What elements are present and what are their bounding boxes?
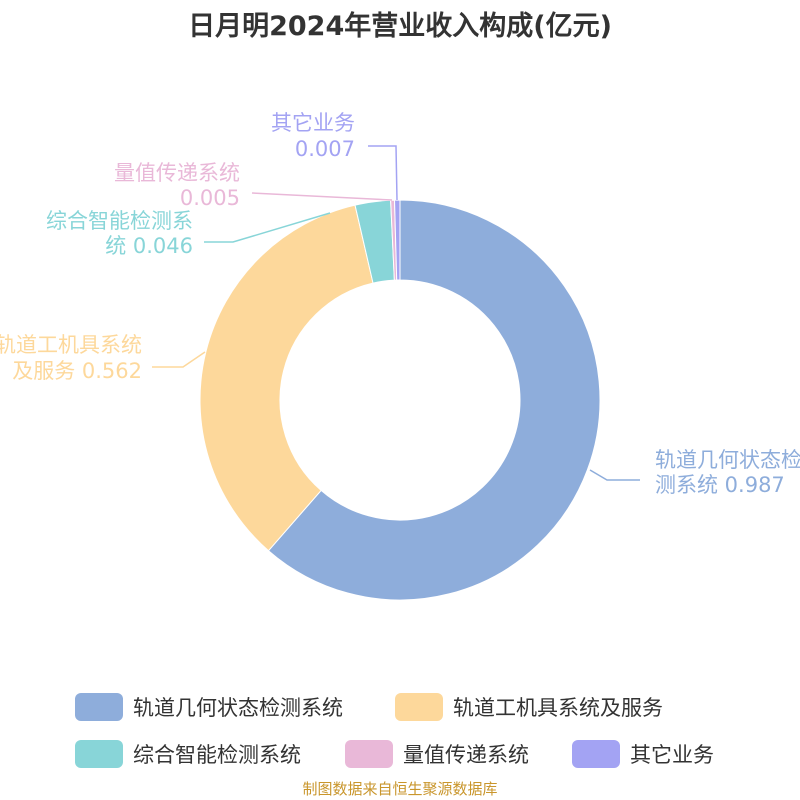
legend-item-2[interactable]: 综合智能检测系统 — [75, 739, 301, 769]
legend-swatch — [75, 740, 123, 768]
slice-label-2: 综合智能检测系 — [46, 209, 193, 233]
legend-swatch — [395, 693, 443, 721]
leader-line-3 — [251, 192, 393, 201]
legend-label: 轨道工机具系统及服务 — [453, 696, 663, 720]
slice-label-4: 其它业务 — [271, 111, 355, 135]
donut-slice-0[interactable] — [267, 199, 601, 601]
legend-label: 量值传递系统 — [403, 743, 529, 767]
legend-item-4[interactable]: 其它业务 — [572, 739, 714, 769]
legend-item-3[interactable]: 量值传递系统 — [345, 739, 529, 769]
legend-label: 其它业务 — [630, 743, 714, 767]
source-footer: 制图数据来自恒生聚源数据库 — [302, 780, 498, 798]
legend-item-0[interactable]: 轨道几何状态检测系统 — [75, 692, 343, 722]
slice-label-1: 轨道工机具系统 — [0, 333, 142, 357]
slice-label-2: 统 0.046 — [105, 234, 193, 258]
leader-line-2 — [204, 212, 331, 243]
slice-label-4: 0.007 — [295, 137, 355, 161]
slice-label-1: 及服务 0.562 — [12, 359, 142, 383]
leader-line-4 — [368, 145, 398, 201]
legend-label: 轨道几何状态检测系统 — [133, 696, 343, 720]
legend-swatch — [345, 740, 393, 768]
chart-title: 日月明2024年营业收入构成(亿元) — [188, 11, 612, 42]
legend-item-1[interactable]: 轨道工机具系统及服务 — [395, 692, 663, 722]
leader-line-1 — [152, 351, 206, 368]
legend-label: 综合智能检测系统 — [133, 743, 301, 767]
legend-swatch — [75, 693, 123, 721]
slice-label-3: 0.005 — [180, 186, 240, 210]
slice-label-0: 测系统 0.987 — [655, 473, 785, 497]
legend-swatch — [572, 740, 620, 768]
donut-slice-4[interactable] — [394, 199, 401, 281]
leader-line-0 — [589, 469, 640, 481]
donut-slice-1[interactable] — [199, 204, 374, 552]
slice-label-0: 轨道几何状态检 — [655, 448, 800, 472]
slice-label-3: 量值传递系统 — [114, 161, 240, 185]
